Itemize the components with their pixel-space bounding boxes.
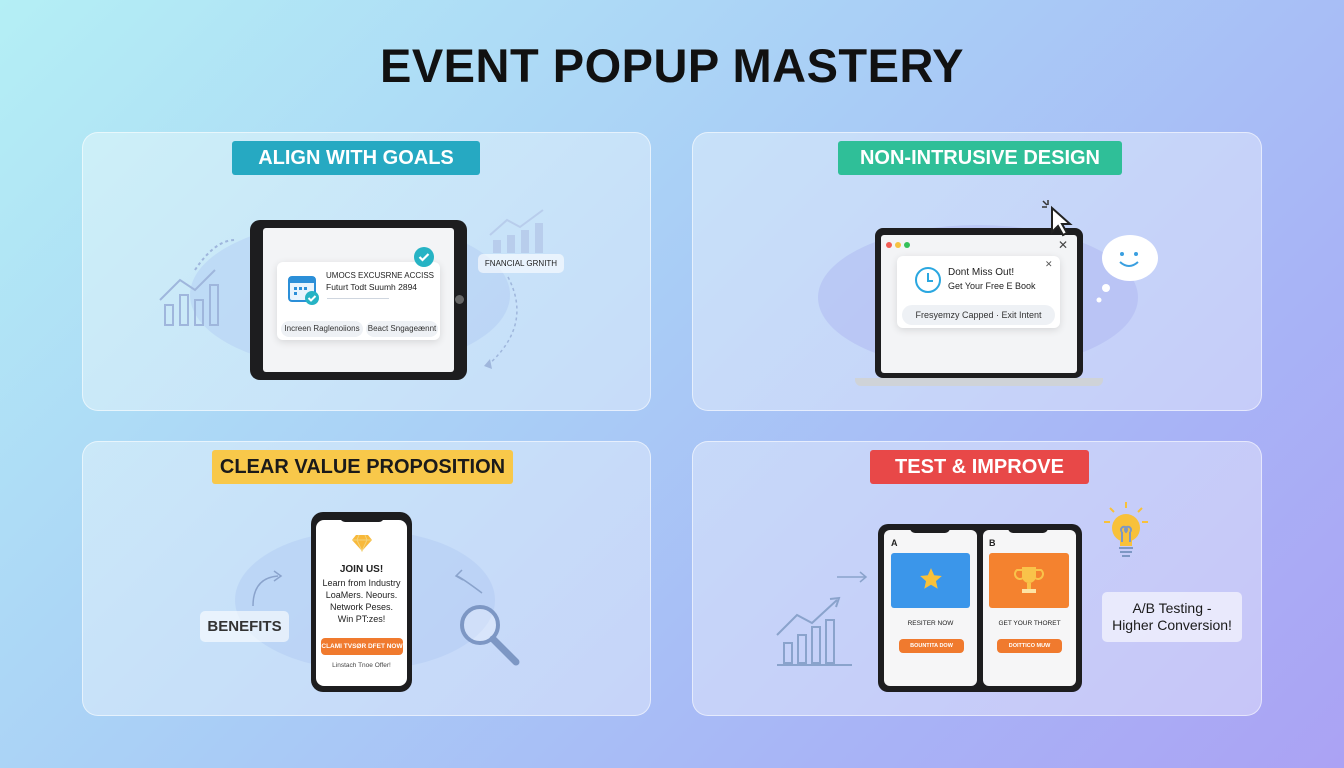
phone-title: JOIN US!	[339, 564, 384, 575]
cursor-icon	[1042, 200, 1073, 237]
chip-increase-registrations: Increen Raglenoiions	[281, 321, 363, 337]
ab-testing-result: A/B Testing - Higher Conversion!	[1102, 592, 1242, 642]
bar-chart-icon	[159, 239, 236, 326]
curved-arrow-icon	[252, 570, 283, 607]
popup-close-icon[interactable]: ✕	[1045, 259, 1053, 269]
popup-subtitle: Get Your Free E Book	[948, 281, 1036, 291]
phone-notch	[910, 527, 950, 533]
phone-body-line: Learn from Industry	[322, 578, 401, 588]
claim-offer-button[interactable]: CLAMI TVSØR DFET NOW	[321, 638, 403, 655]
result-line: A/B Testing -	[1132, 600, 1212, 616]
phone-body-line: LoaMers. Neours.	[325, 590, 398, 600]
popup-title: Dont Miss Out!	[948, 267, 1015, 278]
variant-a-label: A	[891, 538, 898, 548]
variant-b-button[interactable]: DOITTICO MUW	[997, 639, 1062, 653]
phone-body-line: Network Peses.	[329, 602, 394, 612]
close-icon[interactable]: ✕	[1058, 238, 1069, 252]
limited-offer-note: Linstach Tnoe Offer!	[332, 662, 391, 669]
popup-footer: Fresyemzy Capped · Exit Intent	[902, 305, 1055, 325]
trophy-icon	[1014, 567, 1044, 593]
phone-notch	[1008, 527, 1048, 533]
home-button	[455, 295, 464, 304]
heading-badge: NON-INTRUSIVE DESIGN	[838, 141, 1122, 175]
variant-b-label: B	[989, 538, 996, 548]
result-line: Higher Conversion!	[1112, 617, 1232, 633]
heading-badge: CLEAR VALUE PROPOSITION	[212, 450, 513, 484]
popup-headline: UMOCS EXCUSRNE ACCISS	[326, 271, 435, 280]
bar-chart-icon	[776, 571, 868, 666]
smiley-chat-icon	[1096, 235, 1158, 303]
heading-badge: TEST & IMPROVE	[870, 450, 1089, 484]
phone-body-line: Win PT:zes!	[337, 614, 386, 624]
variant-b-text: GET YOUR THORET	[998, 620, 1061, 627]
magnifier-icon	[454, 569, 520, 666]
page-title: EVENT POPUP MASTERY	[379, 39, 965, 92]
benefits-label: BENEFITS	[200, 611, 289, 642]
window-dot-red	[886, 242, 892, 248]
calendar-icon	[288, 276, 319, 305]
chip-boost-engagement: Beact Sngageænnt	[366, 321, 438, 337]
financial-growth-label: FNANCIAL GRNITH	[478, 254, 564, 273]
phone-notch	[340, 515, 384, 522]
window-dot-yellow	[895, 242, 901, 248]
dashed-arrow-icon	[484, 276, 518, 369]
growth-chart-icon	[489, 209, 544, 253]
clock-icon	[915, 267, 941, 293]
diamond-icon	[352, 534, 372, 552]
variant-a-text: RESITER NOW	[907, 620, 954, 627]
lightbulb-icon	[1104, 502, 1148, 557]
window-dot-green	[904, 242, 910, 248]
popup-subline: Futurt Todt Suumh 2894	[326, 282, 418, 292]
star-icon	[920, 568, 942, 589]
variant-a-button[interactable]: BOUNTITA DOW	[899, 639, 964, 653]
laptop-base	[855, 378, 1103, 386]
check-icon	[414, 247, 434, 267]
heading-badge: ALIGN WITH GOALS	[232, 141, 480, 175]
